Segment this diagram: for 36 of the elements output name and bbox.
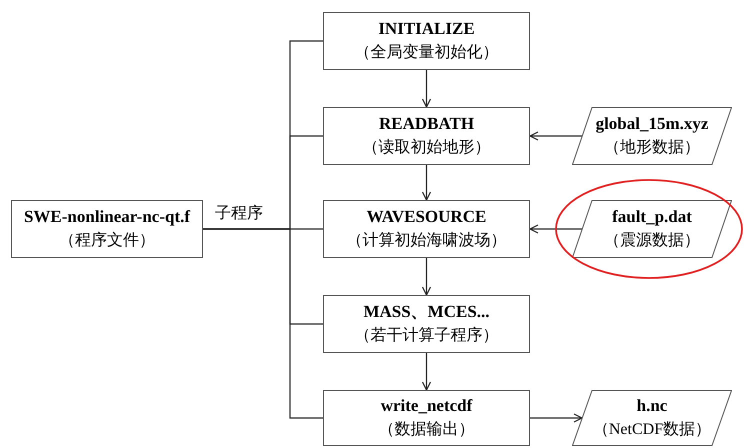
node-title: WAVESOURCE	[366, 206, 486, 228]
data-parallelogram	[572, 390, 732, 446]
node-title: h.nc	[636, 395, 668, 417]
node-subtitle: （程序文件）	[59, 230, 155, 251]
process-box	[11, 200, 203, 258]
process-box	[323, 107, 530, 165]
arrow	[422, 258, 432, 296]
node-subtitle: （震源数据）	[604, 231, 700, 251]
node-title: global_15m.xyz	[596, 113, 708, 135]
node-title: READBATH	[378, 113, 474, 135]
node-subtitle: （NetCDF数据）	[592, 420, 712, 440]
branch-label: 子程序	[215, 204, 263, 224]
node-subtitle: （读取初始地形）	[362, 138, 490, 158]
process-box	[323, 12, 530, 70]
arrow	[422, 165, 432, 201]
arrow	[529, 224, 582, 234]
node-title: INITIALIZE	[378, 18, 475, 40]
node-subtitle: （计算初始海啸波场）	[346, 230, 506, 251]
node-title: SWE-nonlinear-nc-qt.f	[24, 206, 190, 228]
arrow	[422, 70, 432, 108]
data-parallelogram	[572, 200, 732, 258]
process-box	[323, 200, 530, 258]
data-parallelogram	[572, 107, 732, 165]
node-title: write_netcdf	[380, 395, 472, 417]
arrow	[422, 353, 432, 391]
node-subtitle: （地形数据）	[604, 138, 700, 158]
node-title: fault_p.dat	[612, 206, 692, 228]
node-subtitle: （全局变量初始化）	[354, 42, 498, 63]
connector-line	[203, 228, 323, 419]
node-title: MASS、MCES...	[363, 301, 490, 323]
arrow	[530, 413, 583, 423]
node-subtitle: （数据输出）	[378, 420, 474, 440]
process-box	[323, 295, 530, 353]
process-box	[323, 390, 530, 446]
arrow	[529, 131, 582, 141]
node-subtitle: （若干计算子程序）	[354, 326, 498, 346]
